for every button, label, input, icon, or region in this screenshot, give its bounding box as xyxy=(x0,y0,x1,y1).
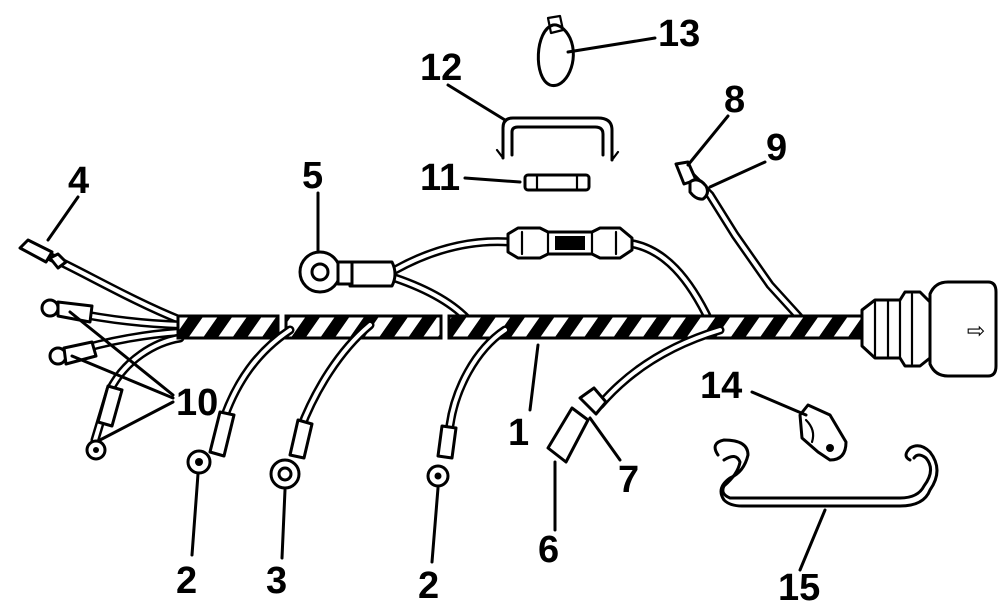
callout-4: 4 xyxy=(68,160,89,202)
clamp-14 xyxy=(798,403,848,462)
harness-connector: ⇨ xyxy=(860,280,998,378)
callout-2-left: 2 xyxy=(176,560,197,602)
leader-lines xyxy=(46,36,827,572)
callout-1: 1 xyxy=(508,412,529,454)
callout-14: 14 xyxy=(700,365,742,407)
ground-leads xyxy=(186,320,510,490)
callout-12: 12 xyxy=(420,47,462,89)
callout-5: 5 xyxy=(302,155,323,197)
callout-6: 6 xyxy=(538,529,559,571)
callout-2-right: 2 xyxy=(418,565,439,607)
callout-8: 8 xyxy=(724,79,745,121)
left-leads xyxy=(18,238,185,461)
callout-13: 13 xyxy=(658,13,700,55)
connector-arrow-icon: ⇨ xyxy=(967,319,985,344)
fuse-11 xyxy=(523,173,591,192)
callout-labels: 1 2 3 2 4 5 6 7 8 9 10 11 12 13 14 15 xyxy=(68,13,820,609)
callout-9: 9 xyxy=(766,127,787,169)
harness-clip-12 xyxy=(495,116,620,162)
callout-10: 10 xyxy=(176,382,218,424)
terminal-wire-8-9 xyxy=(674,160,805,323)
bracket-15 xyxy=(713,438,939,508)
callout-11: 11 xyxy=(420,157,460,199)
callout-7: 7 xyxy=(618,459,639,501)
callout-15: 15 xyxy=(778,567,820,609)
callout-3: 3 xyxy=(266,560,287,602)
fuse-holder-lead xyxy=(298,226,715,327)
tie-strap-13 xyxy=(536,14,575,87)
bullet-connector-6-7 xyxy=(546,325,725,464)
